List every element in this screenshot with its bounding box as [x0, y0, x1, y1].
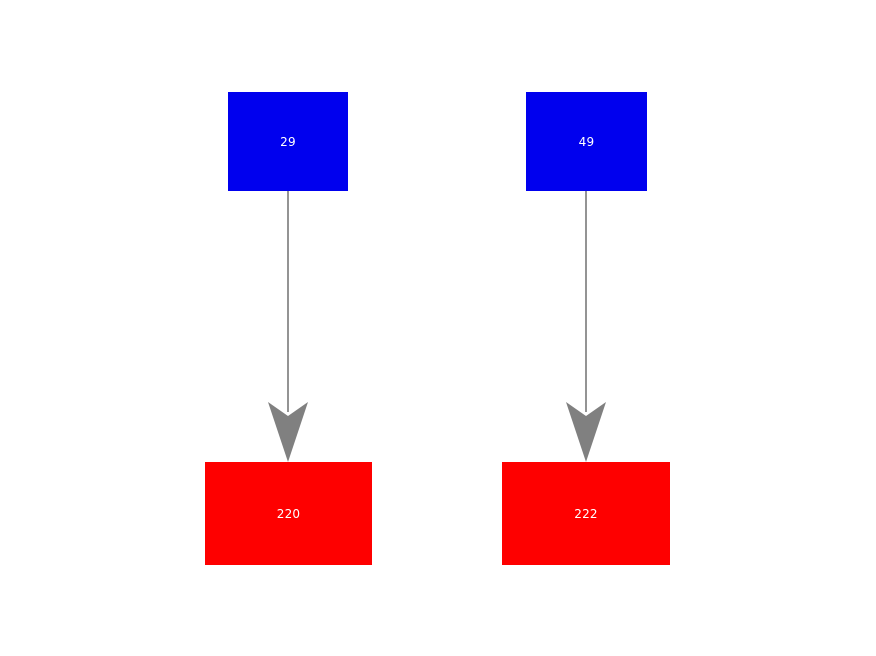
node-label-222: 222 [574, 506, 598, 521]
node-222[interactable]: 222 [502, 462, 670, 565]
arrow-head-49-222 [566, 402, 606, 462]
node-29[interactable]: 29 [228, 92, 348, 191]
node-49[interactable]: 49 [526, 92, 647, 191]
arrow-head-29-220 [268, 402, 308, 462]
node-label-29: 29 [280, 134, 296, 149]
edge-49-222 [566, 191, 606, 462]
node-220[interactable]: 220 [205, 462, 372, 565]
node-label-49: 49 [578, 134, 595, 149]
edge-29-220 [268, 191, 308, 462]
node-label-220: 220 [276, 506, 301, 521]
